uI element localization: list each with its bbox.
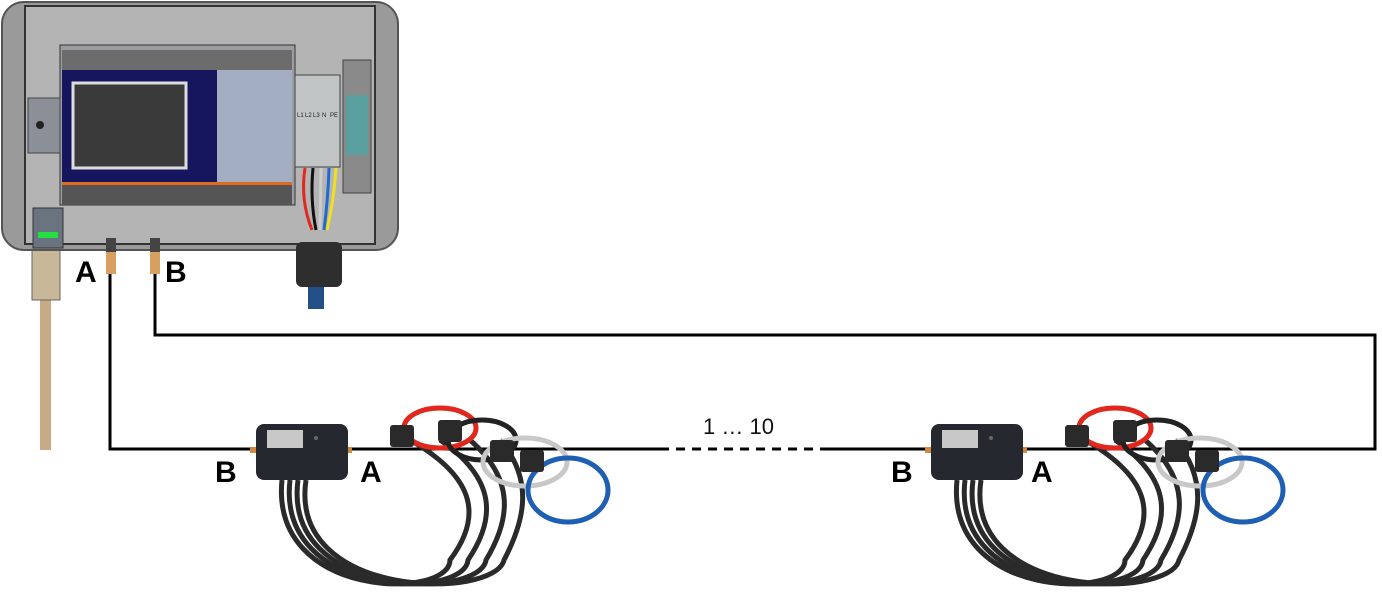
coil-connector — [390, 425, 414, 447]
sensor-module-1 — [250, 405, 611, 587]
cable-gland — [296, 242, 342, 287]
sensor-cable — [977, 438, 1201, 587]
terminal-label: L1 — [297, 113, 304, 119]
bus-wire-a — [108, 274, 660, 451]
coil-connector — [1065, 425, 1089, 447]
terminal-label: PE — [330, 113, 338, 119]
coil-connector — [1195, 450, 1219, 472]
coil-connector — [490, 440, 514, 462]
sensor-cable — [954, 437, 1147, 587]
module-2-in-label: B — [891, 456, 913, 489]
sensor-module-2 — [925, 405, 1286, 587]
sensor-cable — [286, 437, 489, 587]
coil-connector — [520, 450, 544, 472]
rogowski-coil-l3 — [1155, 435, 1245, 489]
status-led — [38, 232, 58, 238]
module-1-out-label: A — [360, 456, 382, 489]
port-a-label: A — [75, 256, 97, 289]
coil-connector — [438, 420, 462, 442]
port-a-connector — [106, 238, 116, 274]
rogowski-coil-n — [525, 455, 611, 525]
terminal-label: L2 — [305, 113, 312, 119]
sensor-cable — [961, 437, 1164, 587]
port-b-label: B — [165, 256, 187, 289]
rj45-plug — [31, 249, 61, 301]
coil-connector — [1165, 440, 1189, 462]
rogowski-coil-l3 — [480, 435, 570, 489]
chain-count-label: 1 … 10 — [703, 414, 774, 439]
module-2-out-label: A — [1031, 456, 1053, 489]
display-screen — [71, 81, 188, 170]
sensor-cable — [279, 437, 472, 587]
coil-connector — [1113, 420, 1137, 442]
module-label-sticker — [267, 430, 303, 448]
sensor-cable — [294, 438, 507, 587]
port-b-connector — [150, 238, 160, 274]
meter-enclosure: L1 L2 L3 N PE — [1, 1, 399, 309]
terminal-label: N — [322, 113, 326, 119]
sensor-cable — [969, 438, 1182, 587]
module-label-sticker — [942, 430, 978, 448]
ethernet-cable — [40, 290, 51, 450]
rogowski-coil-n — [1200, 455, 1286, 525]
sensor-cable — [302, 438, 526, 587]
terminal-label: L3 — [313, 113, 320, 119]
module-1-in-label: B — [215, 456, 237, 489]
